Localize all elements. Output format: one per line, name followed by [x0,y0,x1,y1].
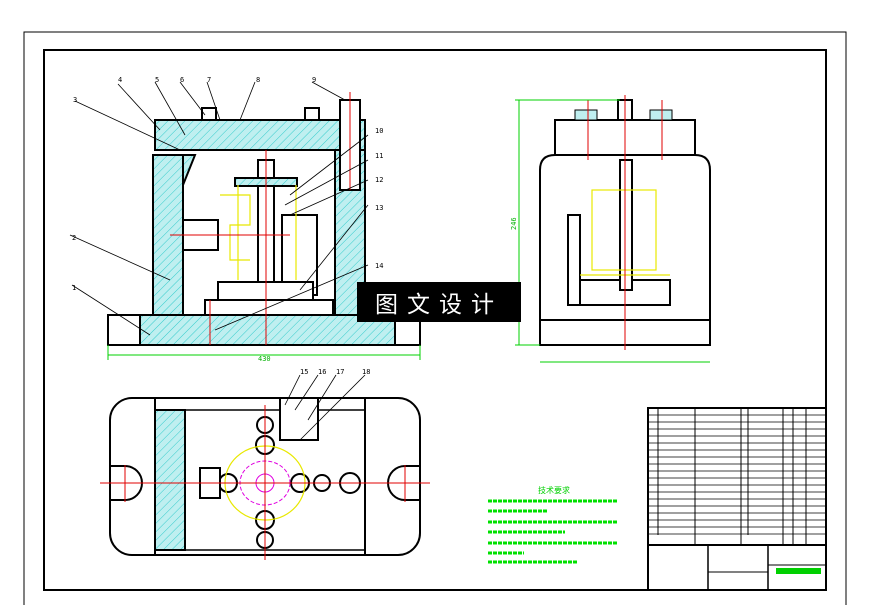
watermark: 图文设计 [357,282,521,322]
centerlines [170,92,351,345]
drawing-title-text [776,568,821,574]
balloon-16: 16 [318,368,326,376]
leader-lines [69,81,369,336]
dimension-height: 246 [510,217,518,230]
balloon-15: 15 [300,368,308,376]
top-plate [154,119,366,151]
balloon-1: 1 [72,284,76,292]
balloon-11: 11 [375,152,383,160]
tech-requirements-text [488,499,617,564]
balloon-8: 8 [256,76,260,84]
balloon-12: 12 [375,176,383,184]
dimension-width: 430 [258,355,271,363]
tech-requirements-title: 技术要求 [538,485,570,495]
top-balloon-labels: 15 16 17 18 [300,368,370,376]
workpiece-outline [220,185,297,280]
balloon-9: 9 [312,76,316,84]
balloon-14: 14 [375,262,383,270]
balloon-13: 13 [375,204,383,212]
balloon-4: 4 [118,76,122,84]
title-block [647,407,827,591]
balloon-3: 3 [73,96,77,104]
balloon-10: 10 [375,127,383,135]
drawing-frame [43,49,827,591]
left-wall [152,154,184,316]
front-dimensions [107,345,421,360]
balloon-18: 18 [362,368,370,376]
balloon-6: 6 [180,76,184,84]
sheet-border [23,31,847,605]
balloon-17: 17 [336,368,344,376]
front-balloon-labels: 1 2 3 4 5 6 7 8 9 10 11 12 13 14 [72,76,383,292]
balloon-5: 5 [155,76,159,84]
balloon-7: 7 [207,76,211,84]
balloon-2: 2 [72,234,76,242]
